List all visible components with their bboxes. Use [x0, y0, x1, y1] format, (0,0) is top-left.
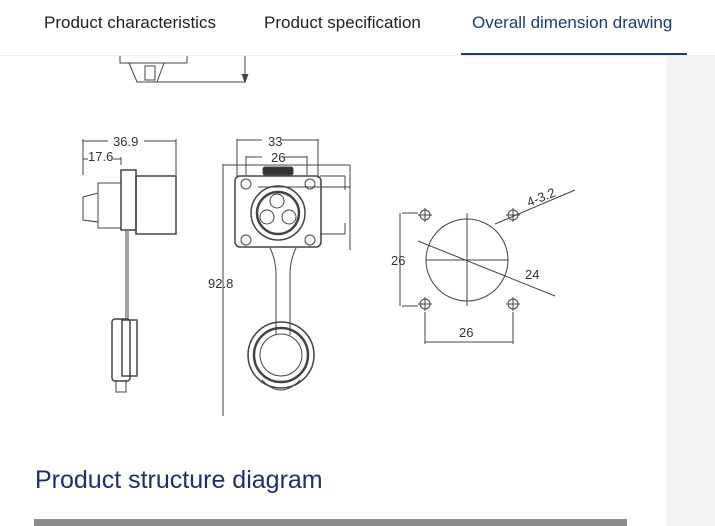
- dim-front-depth: 17.6: [88, 149, 113, 164]
- dim-horizontal-hole-spacing: 26: [459, 325, 473, 340]
- panel-cutout-view: 26 26 4-3.2 24: [391, 185, 576, 344]
- tab-product-characteristics[interactable]: Product characteristics: [44, 13, 216, 32]
- top-view-fragment: [119, 56, 249, 84]
- tab-product-specification[interactable]: Product specification: [264, 13, 421, 32]
- dim-overall-height: 92.8: [208, 276, 233, 291]
- dim-cutout-diameter: 24: [525, 267, 539, 282]
- section-title: Product structure diagram: [35, 466, 323, 494]
- side-view: 36.9 17.6: [82, 134, 177, 393]
- active-tab-indicator: [461, 53, 687, 55]
- dimension-drawing: 36.9 17.6 33 26 92.8 26 26 4-3.2 24: [82, 56, 576, 416]
- dim-vertical-hole-spacing: 26: [391, 253, 405, 268]
- dim-overall-depth: 36.9: [113, 134, 138, 149]
- front-view: 33 26 92.8: [208, 134, 351, 416]
- dim-hole-spacing: 26: [271, 150, 285, 165]
- dim-flange-width: 33: [268, 134, 282, 149]
- section-divider-bar: [34, 519, 627, 526]
- dim-mounting-holes: 4-3.2: [525, 185, 558, 210]
- tab-overall-dimension-drawing[interactable]: Overall dimension drawing: [472, 13, 673, 32]
- side-panel: [667, 55, 715, 526]
- tab-bar: Product characteristics Product specific…: [0, 0, 715, 56]
